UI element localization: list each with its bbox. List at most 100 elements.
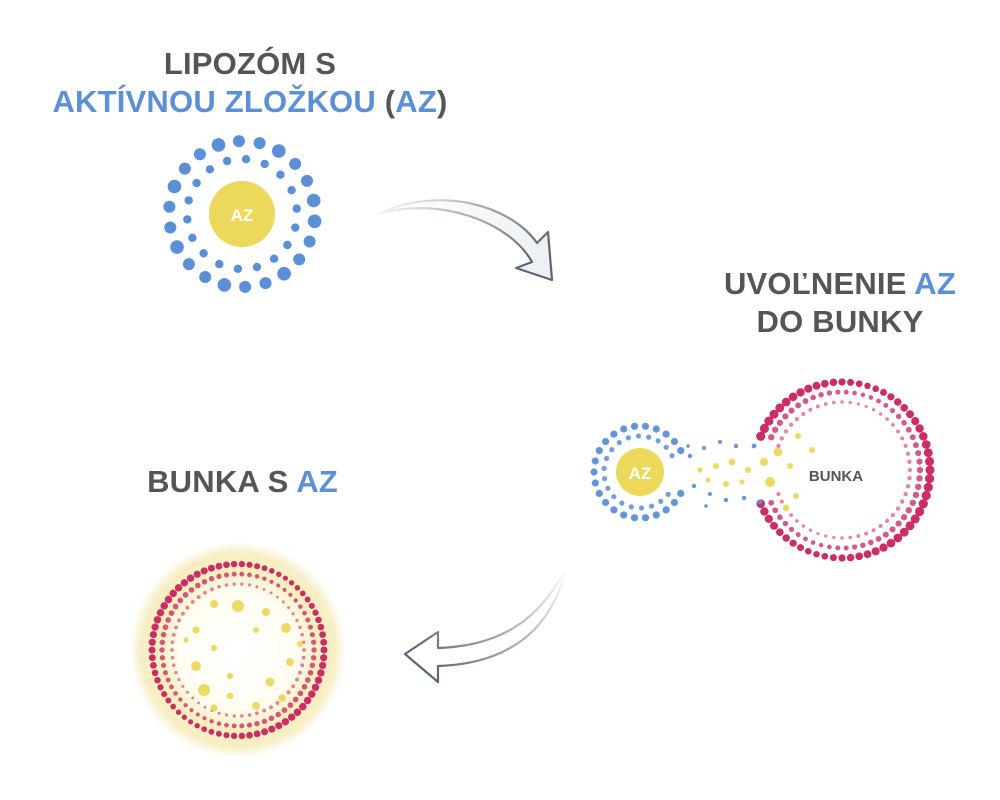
membrane-dot <box>900 403 909 412</box>
membrane-dot <box>310 639 317 645</box>
lipid-dot <box>591 457 599 465</box>
release-title-line1: UVOĽNENIE AZ <box>700 265 980 303</box>
lipid-dot <box>289 157 302 170</box>
particle-dot <box>687 453 693 459</box>
membrane-dot <box>801 411 806 417</box>
lipid-dot <box>630 422 639 430</box>
membrane-dot <box>308 690 316 698</box>
membrane-dot <box>299 702 307 711</box>
membrane-dot <box>760 507 769 516</box>
membrane-dot <box>200 567 208 575</box>
membrane-dot <box>174 625 178 630</box>
membrane-dot <box>921 490 931 501</box>
membrane-dot <box>852 390 857 396</box>
release-title-line2: DO BUNKY <box>756 304 924 339</box>
membrane-dot <box>309 662 316 669</box>
membrane-dot <box>769 409 779 419</box>
membrane-dot <box>912 491 920 499</box>
membrane-dot <box>224 722 229 728</box>
lipid-dot <box>665 491 671 497</box>
active-particle-dot <box>252 702 260 710</box>
cell-title-az: AZ <box>296 464 338 499</box>
membrane-dot <box>201 579 208 585</box>
membrane-dot <box>268 725 276 733</box>
active-particle-dot <box>226 692 234 700</box>
membrane-dot <box>889 407 896 414</box>
membrane-dot <box>923 482 933 492</box>
membrane-dot <box>305 617 311 623</box>
lipid-dot <box>619 500 625 506</box>
active-particle-dot <box>192 626 200 634</box>
membrane-dot <box>288 592 293 598</box>
lipid-dot <box>635 433 642 439</box>
membrane-dot <box>804 547 812 555</box>
membrane-dot <box>905 484 911 489</box>
membrane-dot <box>777 514 783 520</box>
membrane-dot <box>261 565 268 572</box>
membrane-dot <box>832 535 836 540</box>
particle-dot <box>782 504 790 512</box>
membrane-dot <box>925 456 935 466</box>
liposome-title: LIPOZÓM S AKTÍVNOU ZLOŽKOU (AZ) <box>0 45 500 121</box>
membrane-dot <box>903 491 908 497</box>
membrane-dot <box>295 677 299 682</box>
membrane-dot <box>293 598 298 603</box>
release-into-cell: AZ BUNKA <box>590 378 935 562</box>
membrane-dot <box>268 715 275 721</box>
membrane-dot <box>269 568 275 574</box>
liposome-title-line2: AKTÍVNOU ZLOŽKOU (AZ) <box>0 83 500 121</box>
particle-dot <box>728 458 736 466</box>
active-particle-dot <box>253 627 259 633</box>
membrane-dot <box>292 696 299 703</box>
membrane-dot <box>202 716 207 721</box>
membrane-dot <box>287 606 291 610</box>
membrane-dot <box>804 384 813 393</box>
membrane-dot <box>808 407 813 412</box>
membrane-dot <box>909 434 916 441</box>
lipid-dot <box>601 465 607 471</box>
membrane-dot <box>201 726 207 732</box>
active-particle-dot <box>191 661 201 671</box>
membrane-dot <box>197 701 200 705</box>
lipid-dot <box>663 444 669 450</box>
lipid-dot <box>658 498 664 504</box>
membrane-dot <box>281 600 285 604</box>
membrane-dot <box>876 398 881 404</box>
membrane-dot <box>824 534 828 538</box>
membrane-dot <box>169 684 174 690</box>
membrane-dot <box>903 443 908 448</box>
lipid-dot <box>662 430 670 438</box>
lipid-dot <box>222 156 232 166</box>
membrane-dot <box>835 389 841 395</box>
membrane-dot <box>254 563 261 570</box>
membrane-dot <box>178 697 183 702</box>
membrane-dot <box>315 616 322 624</box>
membrane-dot <box>918 499 928 509</box>
membrane-dot <box>779 436 784 441</box>
membrane-dot <box>816 532 820 536</box>
membrane-dot <box>756 431 766 441</box>
absorbed-particles <box>183 600 303 712</box>
membrane-dot <box>156 608 165 617</box>
membrane-dot <box>915 450 922 457</box>
small-liposome <box>590 422 685 522</box>
lipid-dot <box>611 494 617 500</box>
small-liposome-core <box>616 448 664 496</box>
membrane-dot <box>193 570 201 578</box>
membrane-dot <box>840 536 844 540</box>
particle-dot <box>760 458 768 466</box>
particle-dot <box>718 440 722 444</box>
membrane-dot <box>923 448 933 458</box>
membrane-dot <box>209 719 214 724</box>
membrane-dot <box>320 638 328 646</box>
membrane-dot <box>919 432 928 441</box>
membrane-dot <box>247 713 252 717</box>
lipid-dot <box>630 514 639 522</box>
membrane-dot <box>878 412 883 416</box>
released-particles <box>686 433 815 512</box>
membrane-dot <box>210 587 214 592</box>
membrane-dot <box>246 561 253 568</box>
membrane-dot <box>795 519 799 523</box>
lipid-dot <box>292 204 301 213</box>
membrane-dot <box>905 426 912 433</box>
